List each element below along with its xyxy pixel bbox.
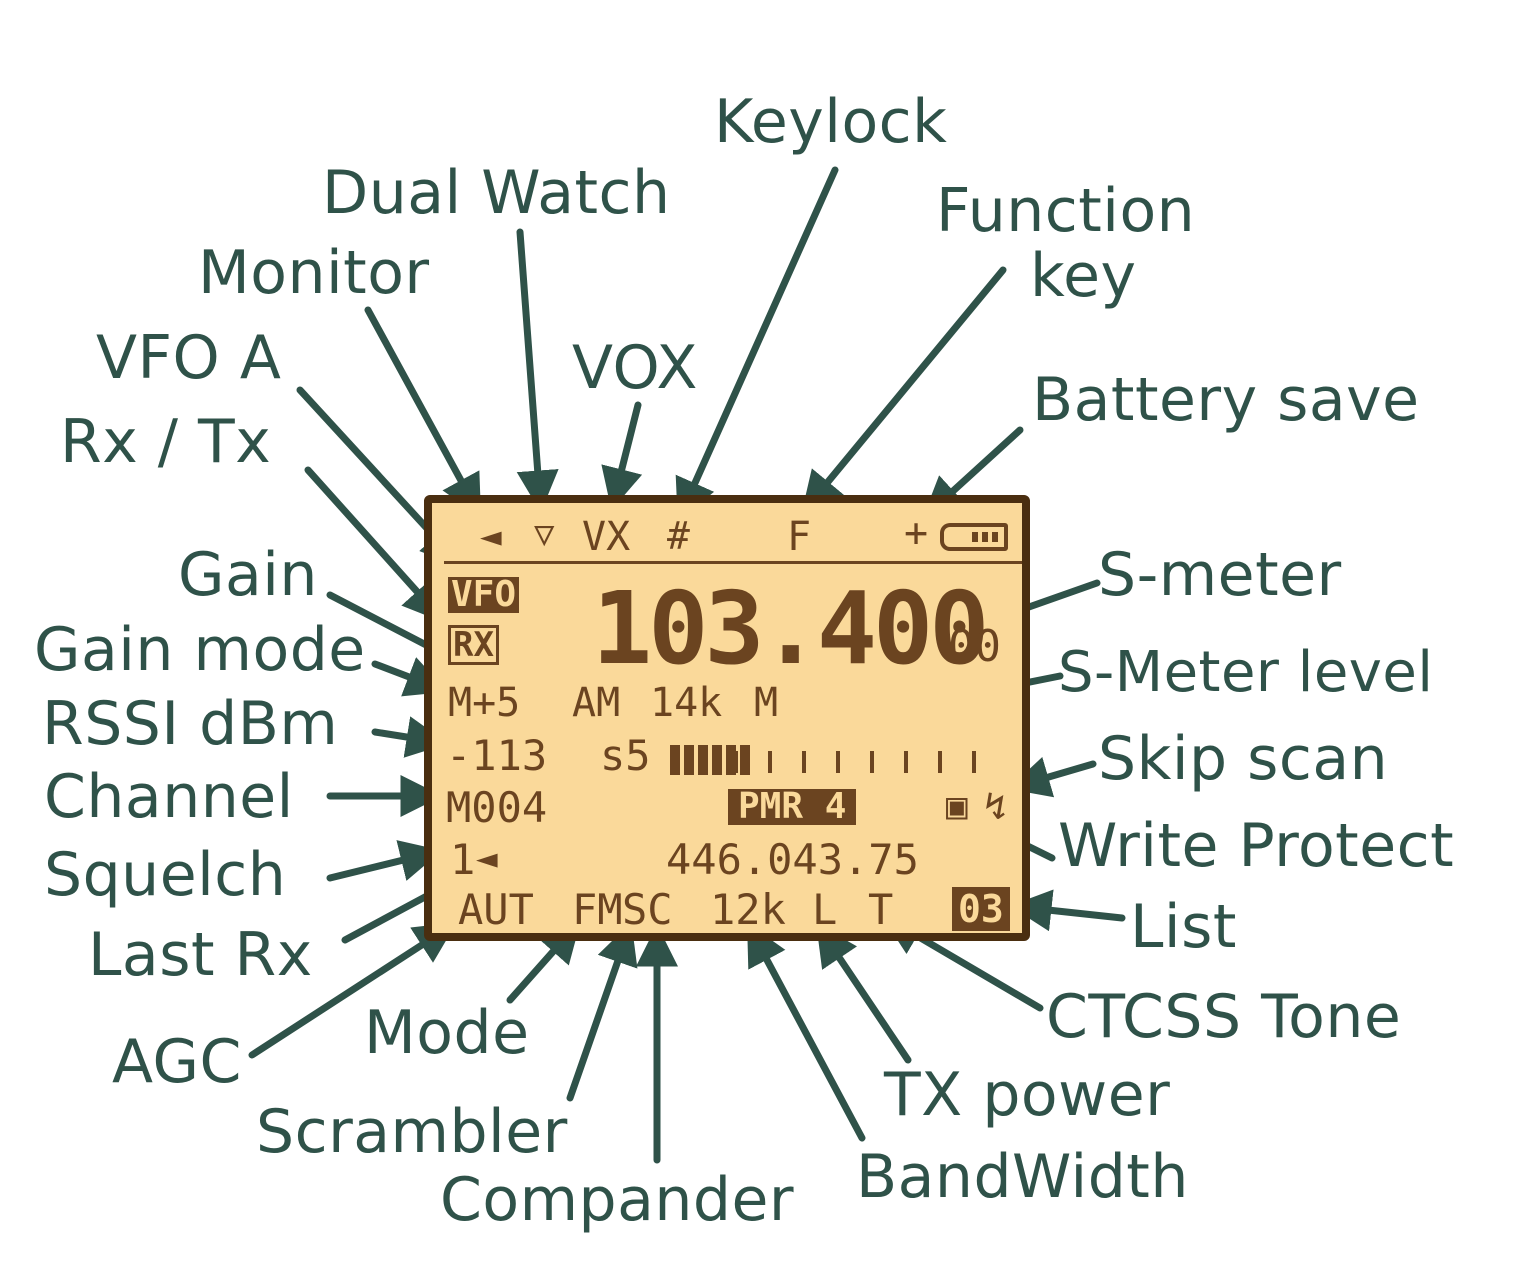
skip-scan-icon: ↯ [984, 784, 1007, 828]
label-dual-watch: Dual Watch [322, 158, 671, 228]
rx-tx-badge: RX [448, 625, 499, 665]
function-key-indicator: F [787, 514, 812, 560]
modulation-value: FM [572, 885, 623, 934]
label-vox: VOX [572, 333, 698, 403]
vfo-a-badge: VFO [448, 577, 520, 613]
label-ctcss-tone: CTCSS Tone [1046, 982, 1402, 1052]
label-s-meter: S-meter [1098, 540, 1342, 610]
s-meter-value: s5 [600, 731, 651, 780]
last-rx-frequency: 446.043.75 [666, 835, 919, 884]
arrow-monitor [364, 306, 482, 518]
label-rssi-dbm: RSSI dBm [42, 689, 339, 759]
scrambler-compander-value: SC [622, 885, 673, 934]
label-s-meter-level: S-Meter level [1058, 640, 1434, 705]
main-frequency: 103.400 [592, 570, 989, 687]
monitor-speaker-icon: ◄ [480, 516, 502, 557]
label-agc: AGC [112, 1027, 242, 1097]
write-protect-icon: ▣ [946, 786, 968, 827]
label-gain-mode: Gain mode [34, 615, 366, 685]
battery-icon [940, 523, 1008, 551]
label-squelch: Squelch [44, 840, 287, 910]
label-last-rx: Last Rx [88, 920, 313, 990]
arrow-scrambler [566, 922, 638, 1102]
arrow-skip-scan [1007, 756, 1097, 798]
squelch-value: 1 [450, 835, 476, 884]
label-scrambler: Scrambler [256, 1097, 568, 1167]
mode-value: AM [572, 680, 621, 726]
label-battery-save: Battery save [1032, 365, 1420, 435]
dual-watch-icon: ▽ [534, 514, 555, 554]
arrow-rx-tx [304, 466, 446, 623]
arrow-squelch [326, 840, 443, 882]
vox-indicator: VX [582, 514, 631, 560]
main-frequency-small: 00 [948, 621, 1001, 672]
label-rx-tx: Rx / Tx [60, 407, 272, 477]
arrow-keylock [675, 166, 839, 522]
label-keylock: Keylock [714, 87, 948, 157]
arrow-vox [601, 401, 643, 511]
label-function-key-2: key [1030, 241, 1137, 311]
bandwidth-value: 14k [650, 680, 723, 726]
arrow-tx-power [816, 923, 912, 1064]
label-write-protect: Write Protect [1058, 811, 1455, 881]
tx-power-value: L [812, 885, 838, 934]
arrow-bandwidth [747, 922, 866, 1142]
arrow-function-key [801, 266, 1007, 515]
channel-value: M004 [446, 783, 548, 832]
pmr-channel-name: PMR 4 [728, 789, 857, 825]
label-monitor: Monitor [198, 238, 430, 308]
status-separator [444, 561, 1022, 564]
lcd-display: ◄ ▽ VX # F + VFO RX 103.400 00 M+5 AM 14… [424, 495, 1030, 941]
label-gain: Gain [178, 540, 318, 610]
gain-value: M+5 [448, 680, 521, 726]
s-meter-bar [670, 743, 1000, 779]
battery-save-indicator: + [904, 510, 929, 556]
arrow-agc [248, 922, 457, 1059]
label-bandwidth: BandWidth [856, 1142, 1189, 1212]
squelch-speaker-icon: ◄ [476, 838, 498, 879]
arrow-list [1009, 889, 1126, 932]
keylock-indicator: # [667, 514, 690, 558]
label-vfo-a: VFO A [96, 323, 282, 393]
label-compander: Compander [440, 1165, 795, 1235]
s-meter-ticks [670, 751, 1000, 773]
bandwidth-mode: M [754, 680, 779, 726]
label-function-key-1: Function [936, 176, 1196, 246]
arrow-dual-watch [516, 228, 559, 513]
rx-bandwidth-value: 12k [710, 885, 786, 934]
list-badge: 03 [952, 887, 1010, 931]
agc-value: AUT [458, 885, 534, 934]
label-list: List [1130, 892, 1237, 962]
label-mode: Mode [364, 998, 530, 1068]
label-tx-power: TX power [884, 1060, 1171, 1130]
rssi-value: -113 [446, 731, 548, 780]
ctcss-value: T [868, 885, 894, 934]
label-skip-scan: Skip scan [1098, 724, 1389, 794]
label-channel: Channel [44, 762, 294, 832]
